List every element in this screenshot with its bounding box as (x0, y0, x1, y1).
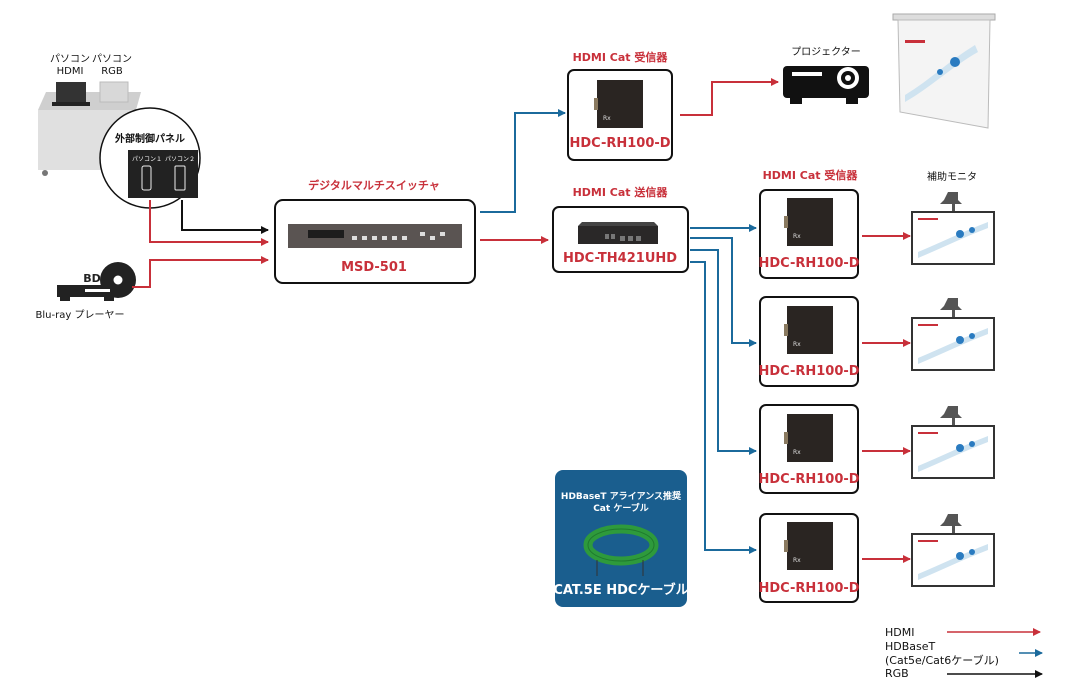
projection-screen-image (892, 13, 996, 129)
projector-icon (783, 66, 869, 104)
monitor-image-3 (911, 405, 995, 479)
cable-coil-image (583, 524, 659, 576)
svg-text:パソコン: パソコン (92, 53, 132, 65)
bluray-player-image (57, 262, 136, 301)
legend-rgb-label: RGB (885, 667, 909, 680)
legend-hdbaset-label: HDBaseT (885, 640, 936, 653)
transmitter-model: HDC-TH421UHD (563, 251, 677, 266)
svg-text:HDMI: HDMI (57, 66, 84, 77)
receiver-device-image (784, 198, 833, 246)
monitors-label: 補助モニタ (927, 170, 977, 183)
monitor-image-1 (911, 191, 995, 265)
cable-line2: Cat ケーブル (593, 502, 649, 514)
receiver-device-image (784, 414, 833, 462)
receiver-model: HDC-RH100-D (758, 256, 859, 271)
hdbaset-line-3 (690, 249, 757, 455)
receiver-device-image (784, 522, 833, 570)
legend: HDMI HDBaseT (Cat5e/Cat6ケーブル) RGB (885, 626, 1043, 680)
hdbaset-line-top (480, 109, 566, 213)
transmitter-title: HDMI Cat 送信器 (573, 185, 669, 199)
receiver-4: HDC-RH100-D (758, 513, 860, 603)
receiver-top-title: HDMI Cat 受信器 (573, 50, 669, 64)
monitor-image-4 (911, 513, 995, 587)
cable-info-box: HDBaseT アライアンス推奨 Cat ケーブル CAT.5E HDCケーブル (553, 470, 689, 607)
control-panel (128, 150, 198, 198)
connections (132, 78, 911, 563)
pc-hdmi-label: パソコン HDMI (50, 53, 90, 77)
receiver-device-image (784, 306, 833, 354)
receiver-1: HDC-RH100-D (758, 189, 860, 279)
switcher-model: MSD-501 (341, 260, 407, 275)
hdmi-port-icon (141, 165, 152, 191)
svg-text:パソコン: パソコン (50, 53, 90, 65)
hdmi-line-pc (149, 200, 269, 246)
receiver-2: HDC-RH100-D (758, 296, 860, 387)
vga-port-icon (174, 165, 186, 191)
legend-hdbaset-sub: (Cat5e/Cat6ケーブル) (885, 653, 999, 667)
hdmi-line-bd (132, 256, 269, 288)
cable-name: CAT.5E HDCケーブル (553, 582, 688, 598)
port1-label: パソコン１ (132, 156, 162, 163)
legend-hdmi-label: HDMI (885, 626, 914, 639)
monitor-image-2 (911, 297, 995, 371)
bd-badge: BD (83, 272, 101, 285)
rgb-line (181, 200, 269, 234)
hdbaset-line-4 (690, 261, 757, 554)
hdbaset-line-2 (690, 237, 757, 347)
port2-label: パソコン２ (165, 156, 195, 163)
pc-rgb-label: パソコン RGB (92, 53, 132, 77)
transmitter-device-image (578, 222, 658, 244)
svg-text:RGB: RGB (101, 66, 123, 77)
panel-title: 外部制御パネル (114, 132, 185, 145)
projector-label: プロジェクター (791, 46, 861, 58)
receivers-title: HDMI Cat 受信器 (763, 168, 859, 182)
receiver-top-model: HDC-RH100-D (569, 136, 670, 151)
receiver-model: HDC-RH100-D (758, 581, 859, 596)
switcher-device-image (288, 224, 462, 248)
bluray-label: Blu-ray プレーヤー (36, 309, 125, 321)
receiver-3: HDC-RH100-D (758, 404, 860, 494)
receiver-model: HDC-RH100-D (758, 472, 859, 487)
receiver-top-device-image (594, 80, 643, 128)
cable-line1: HDBaseT アライアンス推奨 (561, 490, 682, 502)
switcher-title: デジタルマルチスイッチャ (308, 178, 440, 192)
receiver-model: HDC-RH100-D (758, 364, 859, 379)
hdmi-line-projector (680, 78, 779, 116)
